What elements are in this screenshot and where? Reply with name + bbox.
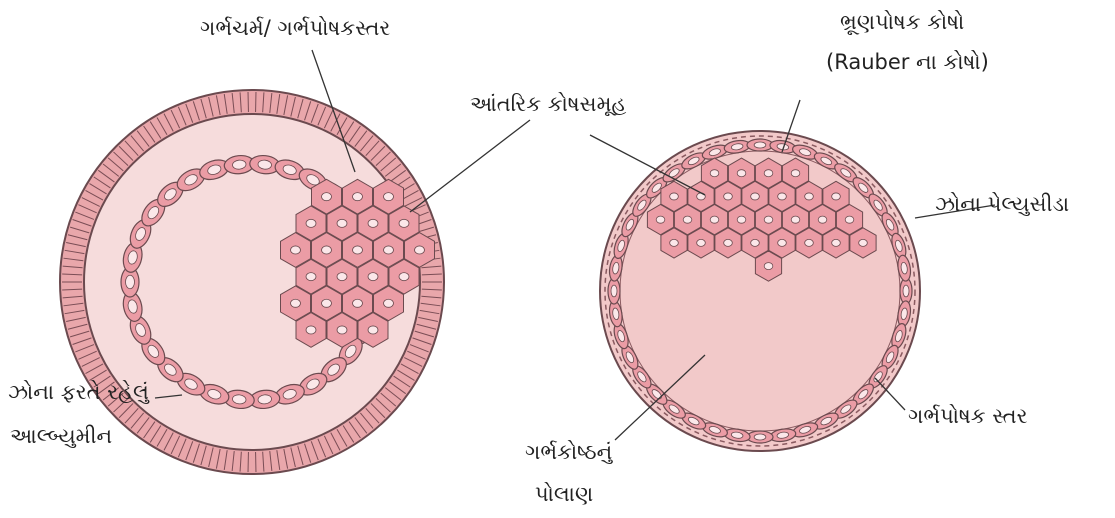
cell-nucleus bbox=[291, 246, 301, 254]
cell-nucleus bbox=[368, 326, 378, 334]
cell-nucleus bbox=[805, 239, 814, 246]
label-trophoblast-layer: ગર્ભપોષક સ્તર bbox=[908, 404, 1027, 429]
cell-nucleus bbox=[818, 216, 827, 223]
label-albumin-line2: આલ્બ્યુમીન bbox=[10, 424, 112, 449]
cell-nucleus bbox=[764, 170, 773, 177]
cell-nucleus bbox=[710, 170, 719, 177]
right-blastocyst bbox=[600, 131, 920, 451]
label-inner-cell-mass: આંતરિક કોષસમૂહ bbox=[470, 92, 626, 117]
cell-nucleus bbox=[754, 434, 766, 440]
cell-nucleus bbox=[832, 239, 841, 246]
cell-nucleus bbox=[306, 273, 316, 281]
cell-nucleus bbox=[337, 326, 347, 334]
label-trophoderm: ગર્ભચર્મ/ ગર્ભપોષકસ્તર bbox=[200, 16, 390, 41]
cell-nucleus bbox=[353, 193, 363, 201]
cell-nucleus bbox=[322, 299, 332, 307]
cell-nucleus bbox=[751, 193, 760, 200]
cell-nucleus bbox=[399, 219, 409, 227]
cell-nucleus bbox=[399, 273, 409, 281]
label-zona-pellucida: ઝોના પેલ્યુસીડા bbox=[935, 192, 1069, 217]
cell-nucleus bbox=[670, 193, 679, 200]
cell-nucleus bbox=[670, 239, 679, 246]
cell-nucleus bbox=[384, 246, 394, 254]
cell-nucleus bbox=[337, 273, 347, 281]
cell-nucleus bbox=[368, 273, 378, 281]
cell-nucleus bbox=[754, 142, 766, 148]
cell-nucleus bbox=[764, 263, 773, 270]
cell-nucleus bbox=[778, 193, 787, 200]
cell-nucleus bbox=[845, 216, 854, 223]
cell-nucleus bbox=[656, 216, 665, 223]
cell-nucleus bbox=[306, 326, 316, 334]
cell-nucleus bbox=[805, 193, 814, 200]
cell-nucleus bbox=[751, 239, 760, 246]
label-blastocoel-line1: ગર્ભકોષ્ઠનું bbox=[525, 440, 612, 465]
cell-nucleus bbox=[683, 216, 692, 223]
cell-nucleus bbox=[764, 216, 773, 223]
cell-nucleus bbox=[724, 193, 733, 200]
cell-nucleus bbox=[322, 193, 332, 201]
cell-nucleus bbox=[353, 299, 363, 307]
leader-inner-mass-left bbox=[410, 120, 530, 212]
cell-nucleus bbox=[306, 219, 316, 227]
cell-nucleus bbox=[415, 246, 425, 254]
cell-nucleus bbox=[322, 246, 332, 254]
left-morula bbox=[60, 90, 444, 474]
cell-nucleus bbox=[737, 170, 746, 177]
cell-nucleus bbox=[368, 219, 378, 227]
cell-nucleus bbox=[724, 239, 733, 246]
cell-nucleus bbox=[291, 299, 301, 307]
cell-nucleus bbox=[126, 275, 135, 289]
cell-nucleus bbox=[384, 299, 394, 307]
cell-nucleus bbox=[859, 239, 868, 246]
label-embryonic-cells: ભ્રૂણપોષક કોષો bbox=[840, 10, 964, 35]
cell-nucleus bbox=[611, 285, 617, 297]
cell-nucleus bbox=[384, 193, 394, 201]
cell-nucleus bbox=[791, 170, 800, 177]
label-albumin-line1: ઝોના ફરતે રહેલું bbox=[8, 380, 149, 405]
cell-nucleus bbox=[697, 239, 706, 246]
cell-nucleus bbox=[903, 285, 909, 297]
cell-nucleus bbox=[353, 246, 363, 254]
cell-nucleus bbox=[791, 216, 800, 223]
cell-nucleus bbox=[710, 216, 719, 223]
label-rauber-cells: (Rauber ના કોષો) bbox=[826, 50, 989, 75]
cell-nucleus bbox=[832, 193, 841, 200]
cell-nucleus bbox=[737, 216, 746, 223]
cell-nucleus bbox=[337, 219, 347, 227]
cell-nucleus bbox=[778, 239, 787, 246]
label-blastocoel-line2: પોલાણ bbox=[535, 482, 593, 507]
